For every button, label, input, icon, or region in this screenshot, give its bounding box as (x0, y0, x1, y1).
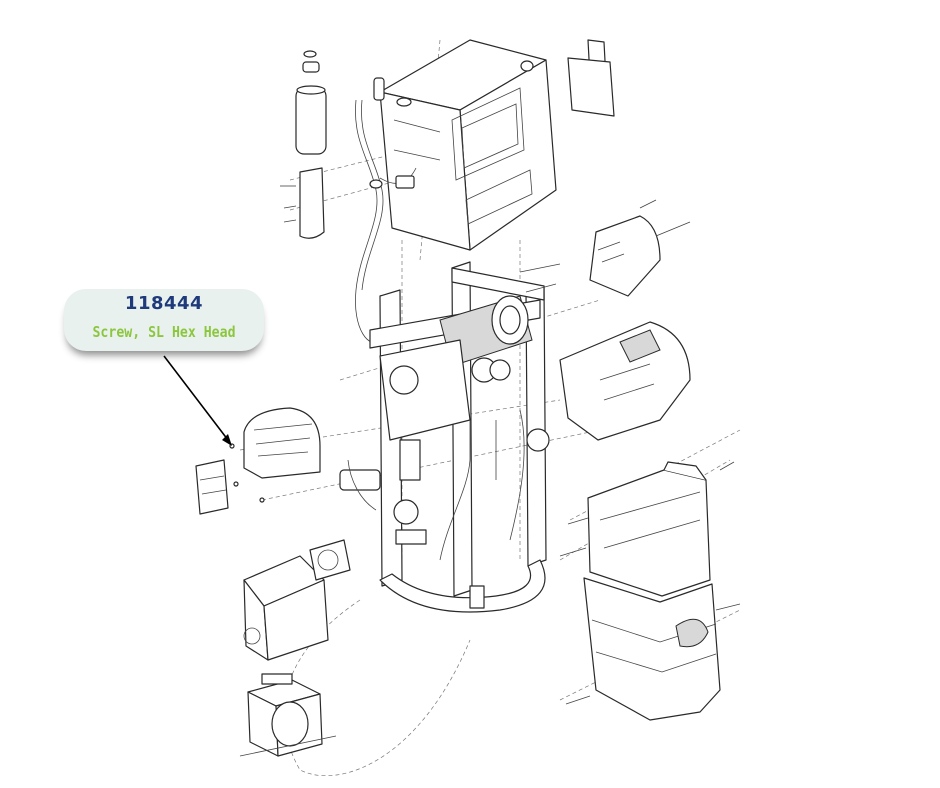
motor-shroud (559, 321, 691, 441)
callout-pointer-line (163, 355, 229, 441)
part-description: Screw, SL Hex Head (92, 323, 236, 341)
filter-assembly (280, 50, 327, 239)
callout-pointer-arrowhead (222, 434, 232, 446)
part-number: 118444 (124, 293, 204, 314)
lower-shrouds (559, 461, 741, 721)
fan-cover (195, 407, 321, 515)
upper-right-shroud (519, 199, 691, 297)
part-callout[interactable]: 118444 Screw, SL Hex Head (64, 289, 264, 351)
wiring-harness (355, 99, 417, 343)
control-box (373, 39, 557, 251)
label-sheets (567, 39, 615, 117)
power-supply (239, 539, 351, 757)
pump-assembly (339, 295, 550, 561)
